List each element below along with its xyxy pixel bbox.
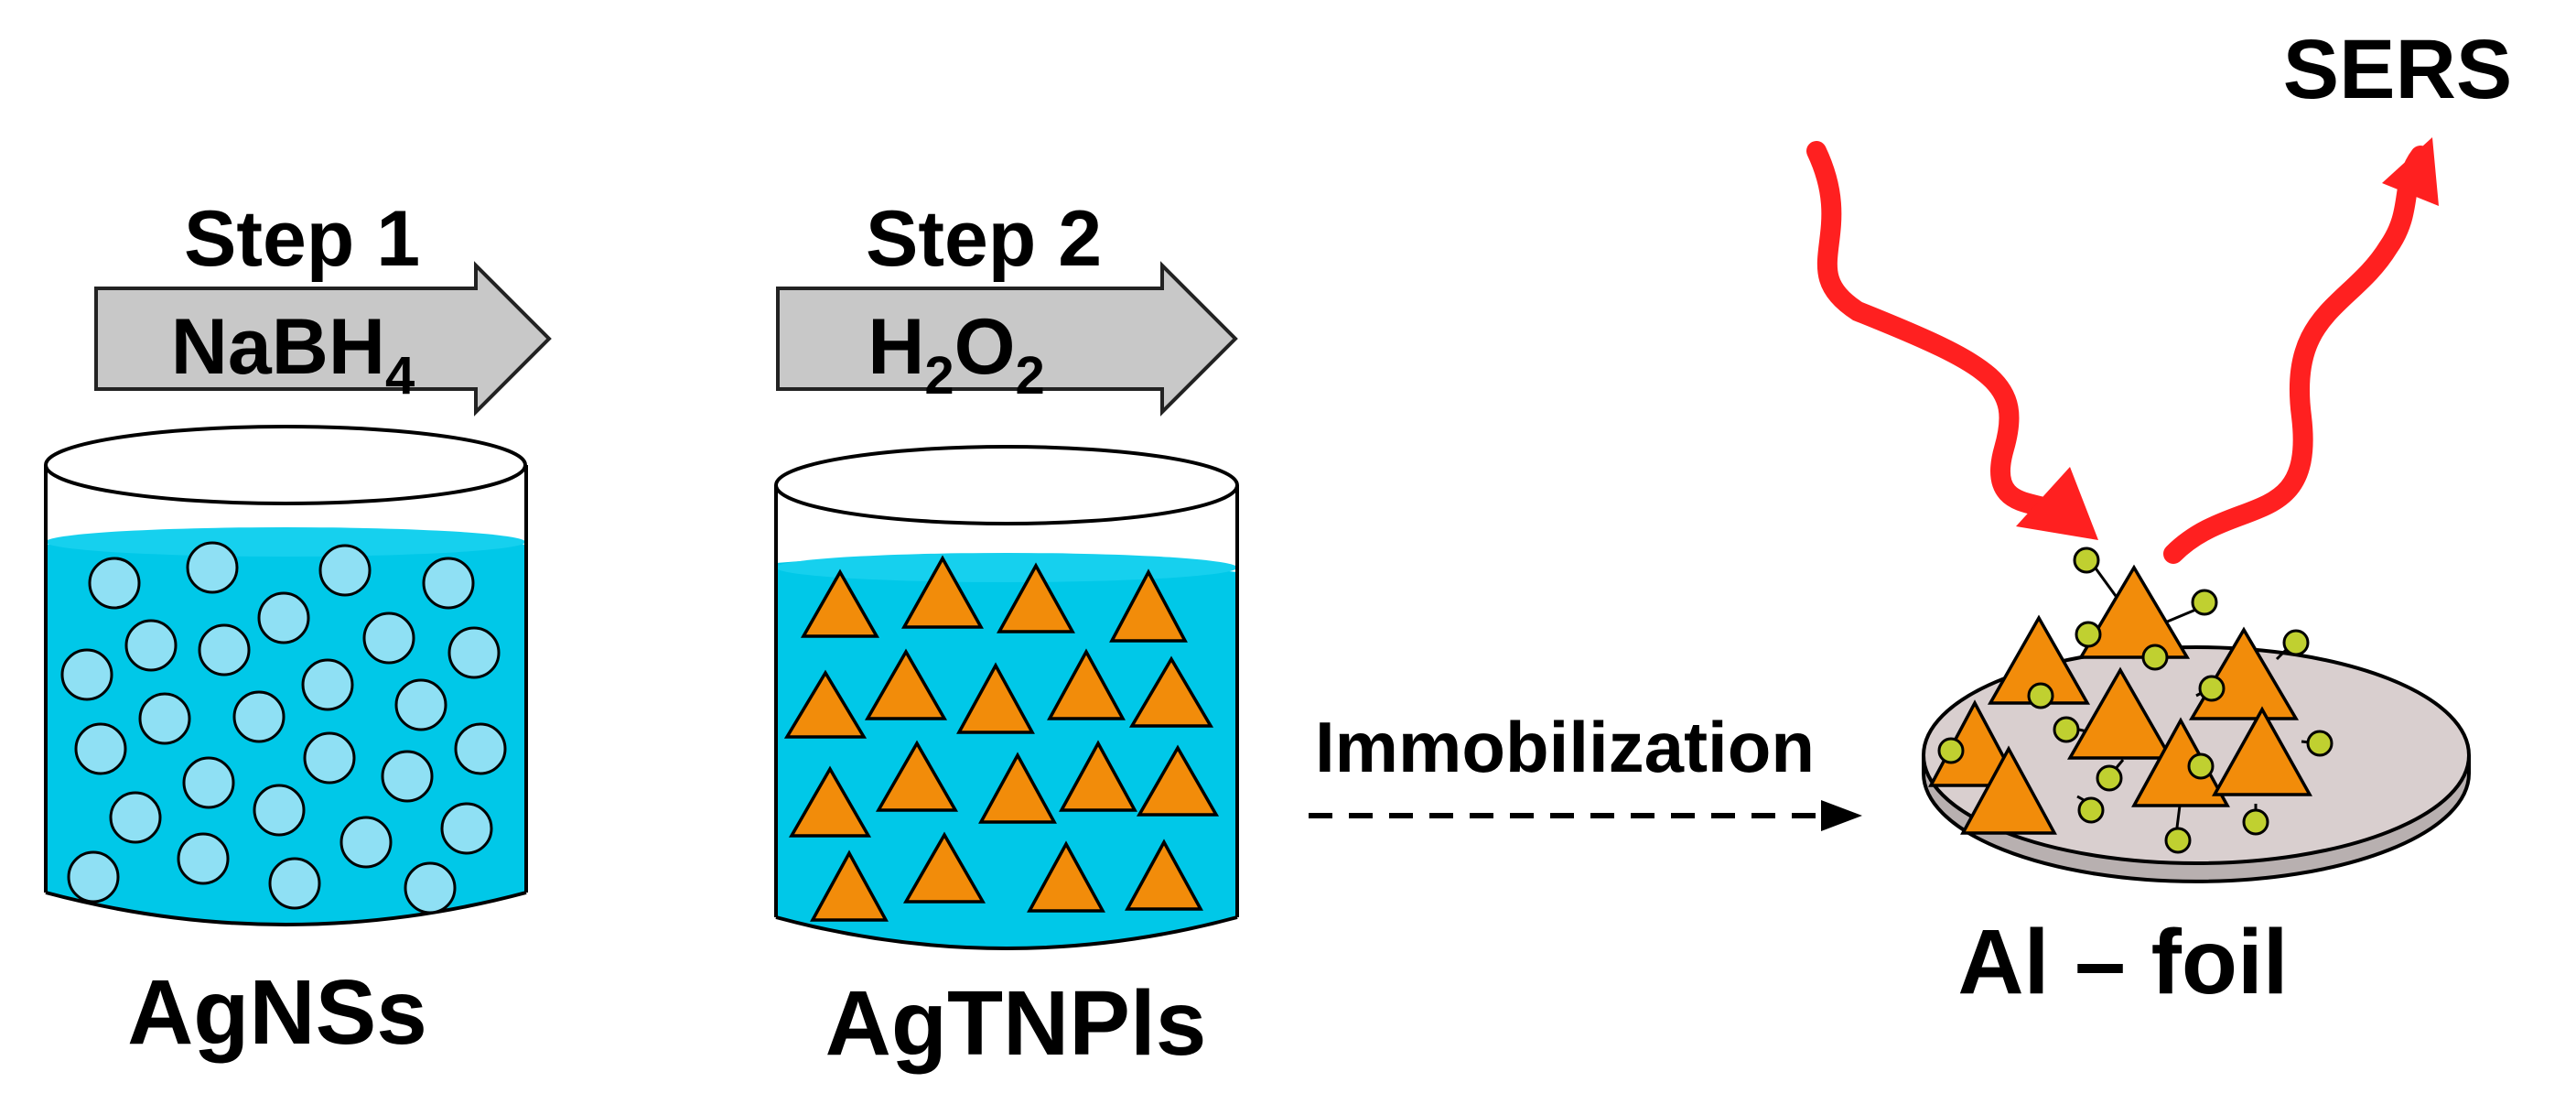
silver-nanospheres bbox=[60, 541, 507, 915]
nanosphere bbox=[422, 557, 475, 610]
beaker-2-liquid-top bbox=[776, 553, 1237, 582]
molecule-dot bbox=[2191, 589, 2218, 616]
beaker-1-rim bbox=[44, 425, 527, 505]
nanosphere bbox=[303, 731, 356, 785]
nanoplate bbox=[1128, 655, 1214, 728]
nanoplate bbox=[2066, 666, 2174, 760]
nanosphere bbox=[186, 541, 239, 594]
nanosphere bbox=[124, 619, 178, 672]
step-1-reagent: NaBH4 bbox=[171, 303, 415, 406]
silver-nanoplates bbox=[783, 555, 1220, 922]
nanosphere bbox=[362, 612, 415, 665]
nanosphere bbox=[67, 850, 120, 904]
beaker-2-bottom bbox=[775, 915, 1238, 950]
nanosphere bbox=[109, 791, 162, 844]
nanoplate bbox=[997, 562, 1075, 633]
nanosphere bbox=[381, 750, 434, 803]
step-1-label: Step 1 bbox=[184, 195, 420, 283]
nanosphere bbox=[318, 544, 372, 597]
nanoplate bbox=[788, 765, 872, 838]
incident-laser-icon bbox=[1806, 141, 2064, 523]
beaker-2-label: AgTNPls bbox=[825, 972, 1207, 1075]
nanosphere bbox=[198, 623, 251, 676]
nanoplate bbox=[1960, 745, 2057, 835]
nanosphere bbox=[88, 557, 141, 610]
molecule-dot bbox=[2027, 682, 2054, 709]
beaker-2-liquid bbox=[776, 556, 1237, 948]
beaker-agnss bbox=[44, 425, 528, 926]
nanoplate bbox=[1059, 740, 1137, 812]
nanoplate bbox=[864, 648, 948, 720]
scattered-laser-icon bbox=[2163, 146, 2430, 564]
nanosphere bbox=[232, 690, 286, 743]
incident-laser-arrowhead bbox=[2016, 467, 2098, 540]
substrate-label: Al – foil bbox=[1957, 911, 2288, 1013]
nanosphere bbox=[394, 678, 447, 731]
nanosphere bbox=[60, 648, 113, 701]
beaker-1-label: AgNSs bbox=[127, 961, 427, 1064]
immobilization-arrow: Immobilization bbox=[1309, 707, 1862, 831]
nanoplate bbox=[1125, 839, 1203, 911]
nanosphere bbox=[404, 861, 457, 915]
beaker-agtnpls bbox=[774, 445, 1239, 950]
nanoplate bbox=[901, 555, 984, 629]
nanoplate bbox=[2212, 706, 2312, 796]
molecule-dot bbox=[2053, 716, 2080, 743]
nanosphere bbox=[340, 816, 393, 869]
step-2-arrow-shape bbox=[776, 261, 1238, 417]
nanoplate bbox=[902, 831, 986, 904]
immobilization-label: Immobilization bbox=[1315, 707, 1815, 787]
probe-molecules bbox=[1937, 547, 2333, 854]
molecule-dot bbox=[2282, 629, 2310, 656]
nanoplate bbox=[800, 568, 880, 638]
molecule-dot bbox=[2073, 547, 2100, 574]
nanosphere bbox=[440, 802, 493, 855]
immobilization-arrowhead bbox=[1821, 800, 1862, 831]
nanosphere bbox=[454, 722, 507, 775]
step-2-label: Step 2 bbox=[866, 195, 1102, 283]
molecule-dot bbox=[2077, 796, 2105, 824]
al-foil-substrate bbox=[1922, 547, 2471, 883]
nanoplate bbox=[956, 662, 1035, 734]
molecule-dot bbox=[2242, 808, 2269, 836]
molecule-dot bbox=[1937, 737, 1965, 764]
step-1-arrow-shape bbox=[94, 261, 552, 417]
nanoplate bbox=[1136, 744, 1220, 817]
nanosphere bbox=[301, 658, 354, 711]
nanosphere bbox=[257, 591, 310, 644]
molecule-dot bbox=[2141, 644, 2169, 671]
nanosphere bbox=[253, 784, 306, 837]
nanosphere bbox=[138, 692, 191, 745]
nanoplate bbox=[783, 669, 868, 739]
molecule-dot bbox=[2164, 827, 2192, 854]
nanoplate bbox=[978, 752, 1057, 824]
molecule-dot bbox=[2306, 730, 2333, 757]
beaker-1-liquid-top bbox=[46, 527, 525, 557]
sers-label: SERS bbox=[2283, 23, 2513, 116]
step-2-reagent: H2O2 bbox=[868, 303, 1045, 406]
molecule-dot bbox=[2075, 621, 2102, 648]
molecule-dot bbox=[2198, 675, 2226, 702]
nanoplate bbox=[1109, 568, 1188, 643]
nanosphere bbox=[447, 626, 501, 679]
beaker-2-rim bbox=[774, 445, 1239, 525]
laser-beams: SERS bbox=[1806, 23, 2513, 564]
nanosphere bbox=[268, 857, 321, 910]
nanoplate bbox=[875, 740, 959, 812]
nanoplate bbox=[1027, 840, 1105, 913]
nanoplate bbox=[1047, 648, 1126, 720]
nanoplate bbox=[810, 850, 889, 922]
molecule-dot bbox=[2096, 764, 2123, 792]
scattered-laser-arrowhead bbox=[2382, 137, 2439, 206]
nanoplate bbox=[2077, 564, 2191, 659]
nanosphere bbox=[177, 832, 230, 885]
molecule-dot bbox=[2187, 752, 2215, 780]
step-1-arrow: Step 1 NaBH4 bbox=[94, 195, 552, 417]
nanosphere bbox=[74, 722, 127, 775]
beaker-1-bottom bbox=[45, 891, 527, 926]
nanosphere bbox=[182, 756, 235, 809]
step-2-arrow: Step 2 H2O2 bbox=[776, 195, 1238, 417]
